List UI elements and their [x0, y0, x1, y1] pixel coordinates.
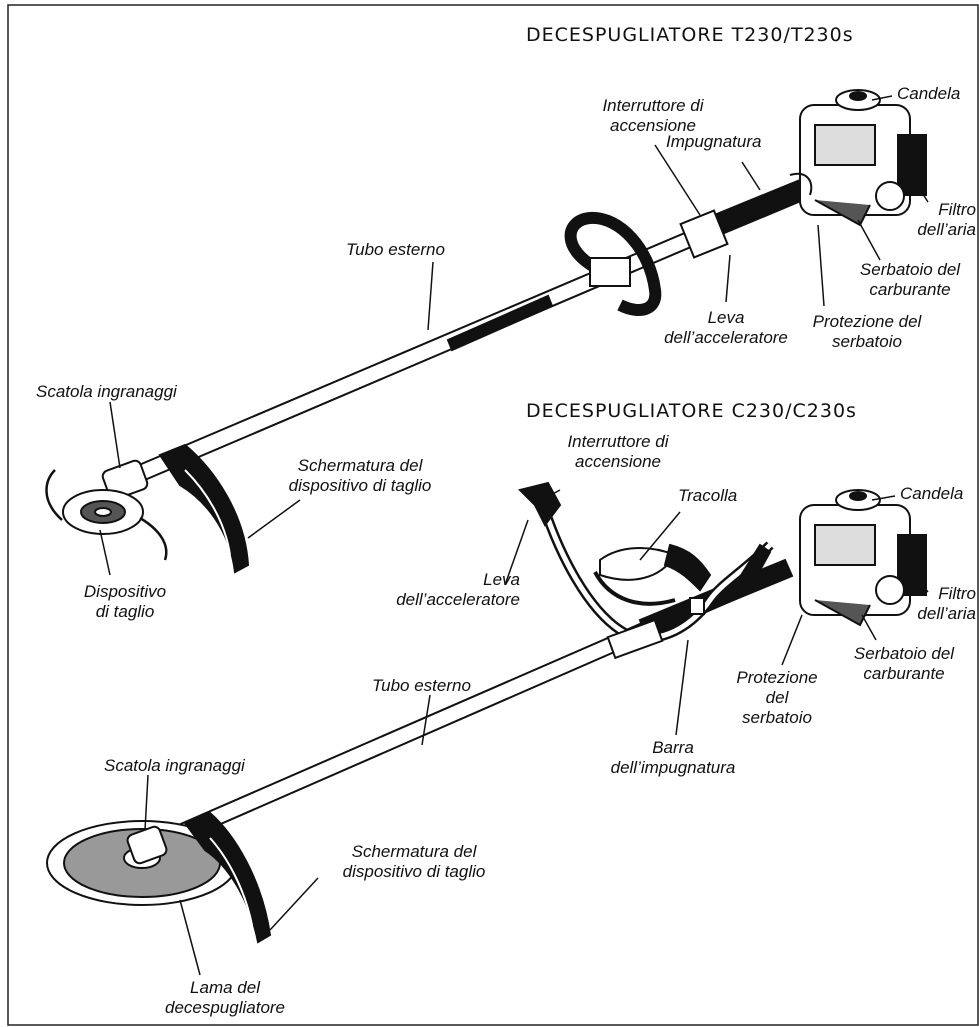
leader-top-protezione [818, 225, 824, 306]
label-top-candela: Candela [897, 84, 960, 104]
t230-shaft-decal [448, 296, 552, 350]
title-c230: DECESPUGLIATORE C230/C230s [526, 400, 857, 422]
label-bottom-leva-line1: Leva [380, 570, 520, 590]
label-bottom-candela: Candela [900, 484, 963, 504]
leader-top-dispositivo [100, 530, 110, 575]
label-top-dispositivo: Dispositivo di taglio [70, 582, 180, 622]
label-top-tubo: Tubo esterno [346, 240, 445, 260]
label-bottom-schermatura-line2: dispositivo di taglio [316, 862, 512, 882]
label-bottom-filtro-line1: Filtro [880, 584, 976, 604]
leader-bottom-barra [676, 640, 688, 735]
label-bottom-leva: Leva dell’acceleratore [380, 570, 520, 610]
leader-bottom-schermatura [270, 878, 318, 930]
t230-shield [160, 445, 248, 572]
leader-top-leva [726, 255, 730, 302]
label-top-serbatoio-line1: Serbatoio del [842, 260, 978, 280]
label-bottom-filtro: Filtro dell’aria [880, 584, 976, 624]
leader-top-interruttore [655, 145, 700, 215]
label-bottom-filtro-line2: dell’aria [880, 604, 976, 624]
label-bottom-barra: Barra dell’impugnatura [588, 738, 758, 778]
label-bottom-barra-line1: Barra [588, 738, 758, 758]
label-bottom-schermatura: Schermatura del dispositivo di taglio [316, 842, 512, 882]
label-top-dispositivo-line1: Dispositivo [70, 582, 180, 602]
t230-handle-clamp [590, 258, 630, 286]
label-top-filtro-line1: Filtro [880, 200, 976, 220]
label-bottom-leva-line2: dell’acceleratore [380, 590, 520, 610]
label-top-leva-line2: dell’acceleratore [646, 328, 806, 348]
label-bottom-lama-line1: Lama del [150, 978, 300, 998]
label-bottom-protezione-line2: del [722, 688, 832, 708]
label-top-protezione-line1: Protezione del [792, 312, 942, 332]
label-bottom-serbatoio-line1: Serbatoio del [838, 644, 970, 664]
label-bottom-tubo: Tubo esterno [372, 676, 471, 696]
label-bottom-serbatoio: Serbatoio del carburante [838, 644, 970, 684]
label-top-protezione-line2: serbatoio [792, 332, 942, 352]
label-top-dispositivo-line2: di taglio [70, 602, 180, 622]
leader-top-impugnatura [742, 162, 760, 190]
label-top-filtro-line2: dell’aria [880, 220, 976, 240]
leader-top-scatola [110, 402, 120, 468]
label-top-leva-line1: Leva [646, 308, 806, 328]
label-top-interruttore-line1: Interruttore di [568, 96, 738, 116]
leader-bottom-lama [180, 900, 200, 975]
label-top-serbatoio-line2: carburante [842, 280, 978, 300]
leader-top-tubo [428, 262, 433, 330]
label-bottom-lama: Lama del decespugliatore [150, 978, 300, 1018]
label-bottom-schermatura-line1: Schermatura del [316, 842, 512, 862]
label-bottom-protezione-line3: serbatoio [722, 708, 832, 728]
label-bottom-tracolla: Tracolla [678, 486, 737, 506]
label-bottom-scatola: Scatola ingranaggi [104, 756, 245, 776]
label-top-leva: Leva dell’acceleratore [646, 308, 806, 348]
leader-bottom-serbatoio [862, 615, 876, 640]
leader-top-serbatoio [858, 220, 880, 260]
c230-left-grip [520, 483, 560, 525]
label-bottom-serbatoio-line2: carburante [838, 664, 970, 684]
label-top-scatola: Scatola ingranaggi [36, 382, 177, 402]
label-bottom-protezione-line1: Protezione [722, 668, 832, 688]
label-bottom-interruttore-line1: Interruttore di [538, 432, 698, 452]
label-bottom-interruttore: Interruttore di accensione [538, 432, 698, 472]
label-bottom-barra-line2: dell’impugnatura [588, 758, 758, 778]
leader-bottom-protezione [782, 615, 802, 665]
label-top-schermatura-line1: Schermatura del [268, 456, 452, 476]
leader-top-schermatura [248, 500, 300, 538]
label-top-serbatoio: Serbatoio del carburante [842, 260, 978, 300]
label-top-interruttore: Interruttore di accensione [568, 96, 738, 136]
label-top-filtro: Filtro dell’aria [880, 200, 976, 240]
label-top-protezione: Protezione del serbatoio [792, 312, 942, 352]
label-top-impugnatura: Impugnatura [666, 132, 761, 152]
label-bottom-interruttore-line2: accensione [538, 452, 698, 472]
title-t230: DECESPUGLIATORE T230/T230s [526, 24, 854, 46]
label-top-schermatura-line2: dispositivo di taglio [268, 476, 452, 496]
label-bottom-lama-line2: decespugliatore [150, 998, 300, 1018]
label-top-schermatura: Schermatura del dispositivo di taglio [268, 456, 452, 496]
c230-harness [595, 545, 710, 614]
label-bottom-protezione: Protezione del serbatoio [722, 668, 832, 728]
